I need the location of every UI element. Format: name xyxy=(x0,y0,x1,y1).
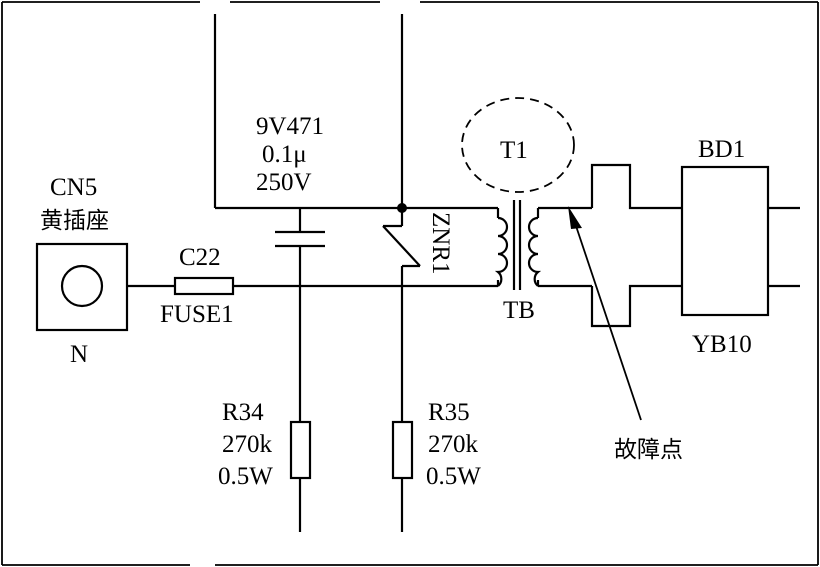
capacitor-name-label: 9V471 xyxy=(256,113,324,140)
znr1-label: ZNR1 xyxy=(427,212,454,275)
transformer-tb xyxy=(494,200,542,290)
cn5-socket xyxy=(35,242,129,332)
r34-power-label: 0.5W xyxy=(218,463,273,490)
tb-label: TB xyxy=(503,297,535,324)
varistor-znr1 xyxy=(382,208,421,286)
resistor-r35 xyxy=(391,286,414,532)
r35-label: R35 xyxy=(428,399,470,426)
fuse1-label: FUSE1 xyxy=(160,301,234,328)
fault-point-label: 故障点 xyxy=(614,437,683,463)
yb10-label: YB10 xyxy=(692,331,752,358)
n-label: N xyxy=(70,341,88,368)
bd1-label: BD1 xyxy=(698,136,745,163)
r35-value-label: 270k xyxy=(428,431,479,458)
fault-point-arrow xyxy=(568,206,642,421)
t1-outline xyxy=(461,97,575,193)
capacitor-voltage-label: 250V xyxy=(256,169,312,196)
capacitor-9v471 xyxy=(275,208,325,286)
cn5-label: CN5 xyxy=(50,174,97,201)
r34-label: R34 xyxy=(222,399,264,426)
r34-value-label: 270k xyxy=(222,431,273,458)
bd1-block xyxy=(680,165,770,317)
fuse1-body xyxy=(173,276,235,296)
capacitor-value-label: 0.1μ xyxy=(262,141,307,168)
t1-label: T1 xyxy=(500,137,528,164)
r35-power-label: 0.5W xyxy=(426,463,481,490)
cn5-description: 黄插座 xyxy=(40,208,109,234)
c22-label: C22 xyxy=(179,244,221,271)
connector-block xyxy=(590,163,682,328)
resistor-r34 xyxy=(289,286,312,532)
